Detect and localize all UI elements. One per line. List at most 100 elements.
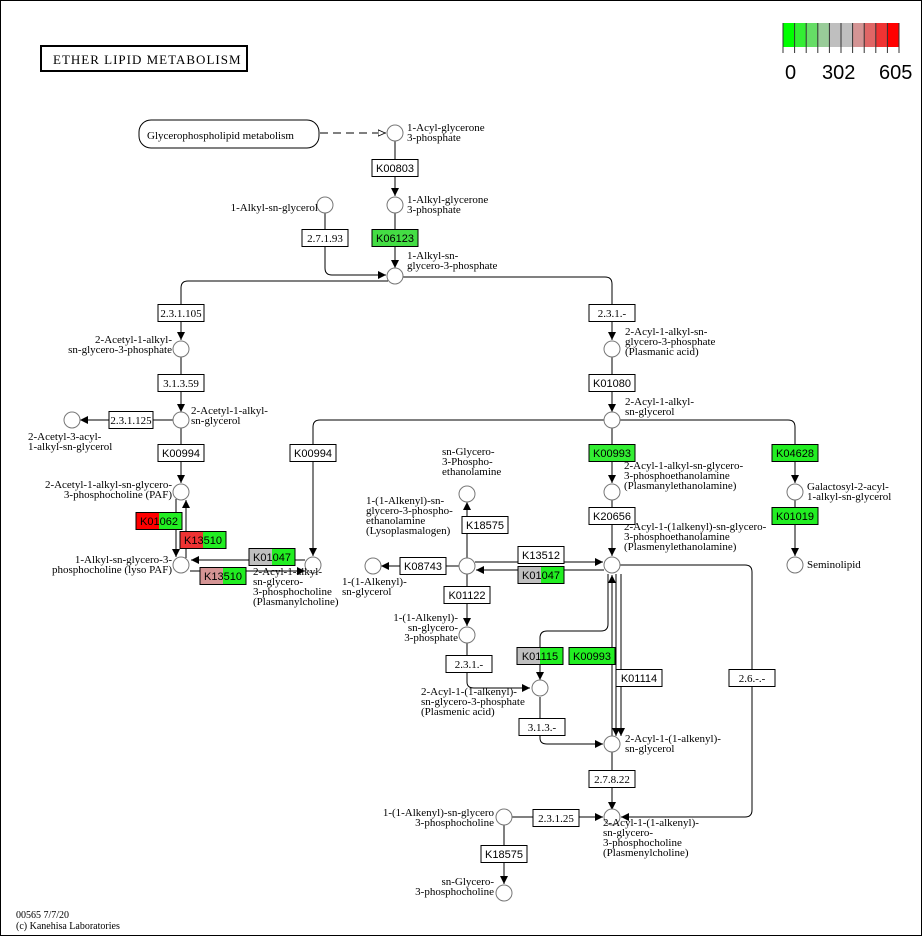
compound-node[interactable] — [786, 556, 804, 574]
compound-label[interactable]: 2-Acyl-1-(1-alkenyl)-sn-glycero-3-phosph… — [421, 686, 525, 718]
enzyme-label[interactable]: K01122 — [448, 590, 485, 602]
compound-label[interactable]: Seminolipid — [807, 559, 861, 571]
enzyme-label[interactable]: K00803 — [376, 163, 414, 175]
ko-box-K01047[interactable]: K01047 — [517, 566, 565, 584]
compound-c20[interactable]: 1-(1-Alkenyl)-sn-glycero-3-phosphate — [393, 612, 476, 644]
enzyme-label[interactable]: K00994 — [294, 448, 332, 460]
enzyme-label[interactable]: 2.6.-.- — [739, 673, 766, 685]
compound-label[interactable]: 1-(1-Alkenyl)-sn-glycero-3-phospho-ethan… — [366, 495, 453, 537]
compound-c12[interactable]: 2-Acyl-1-alkyl-sn-glycerol — [603, 396, 694, 429]
enzyme-label[interactable]: K01080 — [593, 378, 631, 390]
compound-label[interactable]: 2-Acyl-1-(1alkenyl)-sn-glycero-3-phospho… — [624, 521, 767, 553]
compound-label[interactable]: 2-Acyl-1-alkyl-sn-glycero-3-phosphoethan… — [624, 460, 743, 492]
map-link-glycerophospholipid[interactable]: Glycerophospholipid metabolism — [138, 119, 320, 149]
compound-node[interactable] — [63, 411, 81, 429]
ko-box-K00993[interactable]: K00993 — [588, 444, 636, 462]
enzyme-label[interactable]: K06123 — [376, 233, 414, 245]
compound-node[interactable] — [458, 485, 476, 503]
enzyme-label[interactable]: 2.7.8.22 — [594, 774, 630, 786]
compound-node[interactable] — [458, 626, 476, 644]
ko-box-K13510[interactable]: K13510 — [199, 567, 247, 585]
compound-c10[interactable]: 2-Acyl-1-alkyl-sn-glycero-3-phosphocholi… — [253, 556, 339, 608]
enzyme-label[interactable]: K00993 — [593, 448, 631, 460]
enzyme-label[interactable]: K13512 — [522, 550, 560, 562]
enzyme-label[interactable]: K00993 — [573, 651, 611, 663]
compound-node[interactable] — [603, 556, 621, 574]
compound-c16[interactable]: 2-Acyl-1-(1alkenyl)-sn-glycero-3-phospho… — [603, 521, 767, 574]
ec-box-3-1-3--[interactable]: 3.1.3.- — [518, 718, 566, 736]
compound-node[interactable] — [495, 808, 513, 826]
enzyme-label[interactable]: 2.3.1.105 — [160, 308, 202, 320]
ec-box-3-1-3-59[interactable]: 3.1.3.59 — [157, 374, 205, 392]
compound-c14[interactable]: Galactosyl-2-acyl-1-alkyl-sn-glycerol — [786, 481, 891, 503]
enzyme-label[interactable]: K18575 — [485, 849, 523, 861]
ko-box-K01114[interactable]: K01114 — [615, 669, 663, 687]
compound-c17[interactable]: sn-Glycero-3-Phospho-ethanolamine — [442, 446, 501, 503]
ko-box-K01047[interactable]: K01047 — [248, 548, 296, 566]
compound-node[interactable] — [386, 124, 404, 142]
compound-node[interactable] — [172, 340, 190, 358]
ko-box-K01062[interactable]: K01062 — [135, 512, 183, 530]
compound-c22[interactable]: 2-Acyl-1-(1-alkenyl)-sn-glycerol — [603, 733, 721, 755]
compound-node[interactable] — [495, 884, 513, 902]
compound-node[interactable] — [172, 483, 190, 501]
enzyme-label[interactable]: K18575 — [466, 520, 504, 532]
enzyme-label[interactable]: 2.3.1.125 — [110, 415, 152, 427]
ec-box-2-3-1-25[interactable]: 2.3.1.25 — [532, 809, 580, 827]
ko-box-K00803[interactable]: K00803 — [371, 159, 419, 177]
compound-label[interactable]: 2-Acetyl-1-alkyl-sn-glycero-3-phosphocho… — [45, 479, 172, 501]
enzyme-label[interactable]: K20656 — [593, 511, 631, 523]
compound-node[interactable] — [603, 735, 621, 753]
ko-box-K01080[interactable]: K01080 — [588, 374, 636, 392]
ko-box-K18575[interactable]: K18575 — [480, 845, 528, 863]
compound-label[interactable]: 2-Acetyl-3-acyl-1-alkyl-sn-glycerol — [28, 431, 112, 453]
compound-node[interactable] — [531, 679, 549, 697]
ko-box-K18575[interactable]: K18575 — [461, 516, 509, 534]
compound-label[interactable]: 2-Acetyl-1-alkyl-sn-glycero-3-phosphate — [68, 334, 172, 356]
enzyme-label[interactable]: 2.3.1.- — [598, 308, 627, 320]
compound-node[interactable] — [364, 557, 382, 575]
compound-c3[interactable]: 1-Alkyl-sn-glycerol — [231, 196, 334, 214]
enzyme-label[interactable]: K01115 — [522, 651, 558, 663]
compound-c5[interactable]: 2-Acetyl-1-alkyl-sn-glycero-3-phosphate — [68, 334, 190, 358]
enzyme-label[interactable]: K04628 — [776, 448, 814, 460]
ko-box-K13512[interactable]: K13512 — [517, 546, 565, 564]
compound-label[interactable]: 1-Alkyl-sn-glycerol — [231, 202, 318, 214]
compound-c11[interactable]: 2-Acyl-1-alkyl-sn-glycero-3-phosphate(Pl… — [603, 326, 716, 358]
ko-box-K01115[interactable]: K01115 — [516, 647, 564, 665]
compound-c19[interactable]: 1-(1-Alkenyl)-sn-glycerol — [342, 557, 407, 598]
compound-node[interactable] — [386, 196, 404, 214]
ko-box-K08743[interactable]: K08743 — [399, 557, 447, 575]
ko-box-K13510[interactable]: K13510 — [179, 531, 227, 549]
enzyme-label[interactable]: K13510 — [184, 535, 222, 547]
ko-box-K04628[interactable]: K04628 — [771, 444, 819, 462]
compound-node[interactable] — [172, 411, 190, 429]
compound-label[interactable]: 1-Alkyl-sn-glycero-3-phosphate — [407, 250, 498, 272]
compound-node[interactable] — [603, 340, 621, 358]
ko-box-K00994[interactable]: K00994 — [157, 444, 205, 462]
compound-c13[interactable]: 2-Acyl-1-alkyl-sn-glycero-3-phosphoethan… — [603, 460, 743, 501]
compound-node[interactable] — [172, 556, 190, 574]
enzyme-label[interactable]: K01019 — [776, 511, 814, 523]
compound-c4[interactable]: 1-Alkyl-sn-glycero-3-phosphate — [386, 250, 498, 285]
enzyme-label[interactable]: K01047 — [522, 570, 560, 582]
enzyme-label[interactable]: K08743 — [404, 561, 442, 573]
compound-label[interactable]: 2-Acyl-1-alkyl-sn-glycerol — [625, 396, 694, 418]
enzyme-label[interactable]: 3.1.3.- — [528, 722, 557, 734]
compound-c7[interactable]: 2-Acetyl-3-acyl-1-alkyl-sn-glycerol — [28, 411, 112, 453]
enzyme-label[interactable]: 2.3.1.- — [455, 659, 484, 671]
ec-box-2-3-1-105[interactable]: 2.3.1.105 — [157, 304, 205, 322]
enzyme-label[interactable]: 3.1.3.59 — [163, 378, 199, 390]
ec-box-2-7-8-22[interactable]: 2.7.8.22 — [588, 770, 636, 788]
compound-c8[interactable]: 2-Acetyl-1-alkyl-sn-glycero-3-phosphocho… — [45, 479, 190, 501]
compound-c15[interactable]: Seminolipid — [786, 556, 861, 574]
ec-box-2-6----[interactable]: 2.6.-.- — [728, 669, 776, 687]
compound-c25[interactable]: sn-Glycero-3-phosphocholine — [415, 876, 513, 902]
enzyme-label[interactable]: 2.7.1.93 — [307, 233, 343, 245]
compound-label[interactable]: 2-Acetyl-1-alkyl-sn-glycerol — [191, 405, 268, 427]
map-link-label[interactable]: Glycerophospholipid metabolism — [147, 130, 294, 142]
